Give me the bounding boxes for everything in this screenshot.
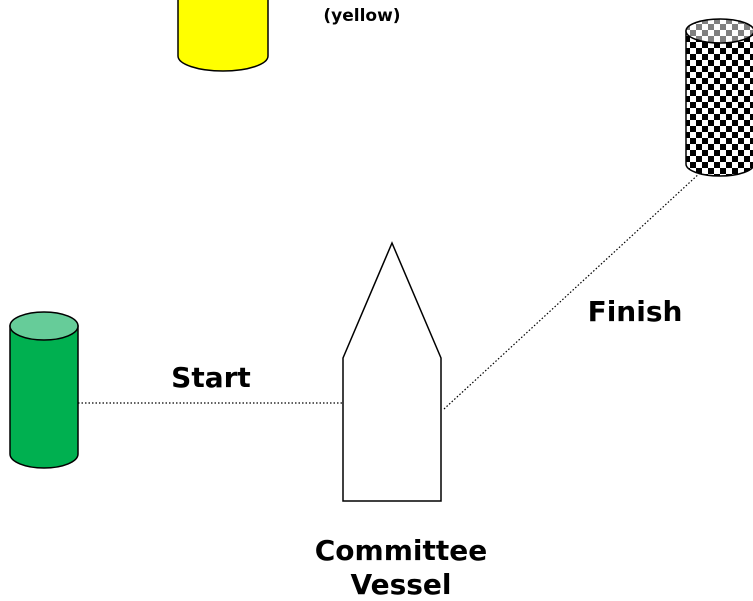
committee-vessel-label-line1: Committee bbox=[315, 534, 487, 567]
finish-line bbox=[443, 171, 702, 410]
checkered-buoy bbox=[685, 18, 753, 177]
yellow-buoy-label: (yellow) bbox=[323, 6, 400, 26]
green-buoy bbox=[9, 311, 79, 469]
yellow-buoy bbox=[177, 0, 269, 72]
finish-label: Finish bbox=[588, 295, 683, 328]
start-label: Start bbox=[171, 361, 251, 394]
committee-vessel bbox=[342, 241, 442, 502]
committee-vessel-label-line2: Vessel bbox=[350, 568, 451, 601]
